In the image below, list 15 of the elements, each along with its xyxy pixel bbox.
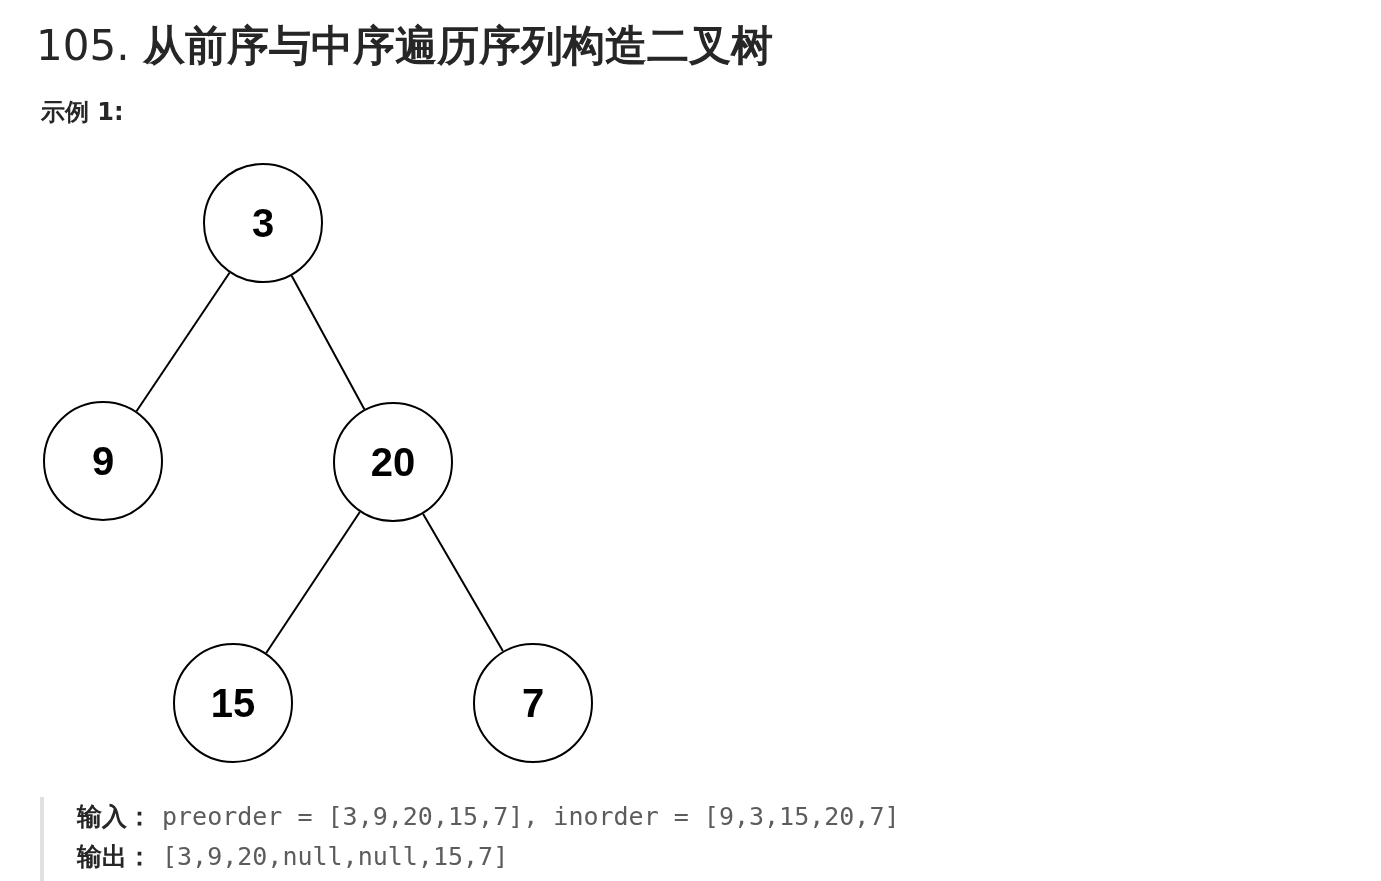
input-label: 输入： xyxy=(77,801,152,833)
tree-edge xyxy=(135,271,231,413)
input-value: preorder = [3,9,20,15,7], inorder = [9,3,15,20,7] xyxy=(162,801,900,833)
output-value: [3,9,20,null,null,15,7] xyxy=(162,841,509,873)
tree-edge xyxy=(422,512,504,653)
output-label: 输出： xyxy=(77,841,152,873)
example-heading: 示例 1: xyxy=(41,97,124,128)
node-value: 20 xyxy=(370,439,416,486)
node-value: 7 xyxy=(521,680,545,727)
tree-edge xyxy=(290,274,366,411)
node-value: 9 xyxy=(91,438,115,485)
page-title: 105. 从前序与中序遍历序列构造二叉树 xyxy=(36,20,773,72)
node-value: 15 xyxy=(210,680,256,727)
node-value: 3 xyxy=(251,200,275,247)
tree-edge xyxy=(265,511,361,654)
